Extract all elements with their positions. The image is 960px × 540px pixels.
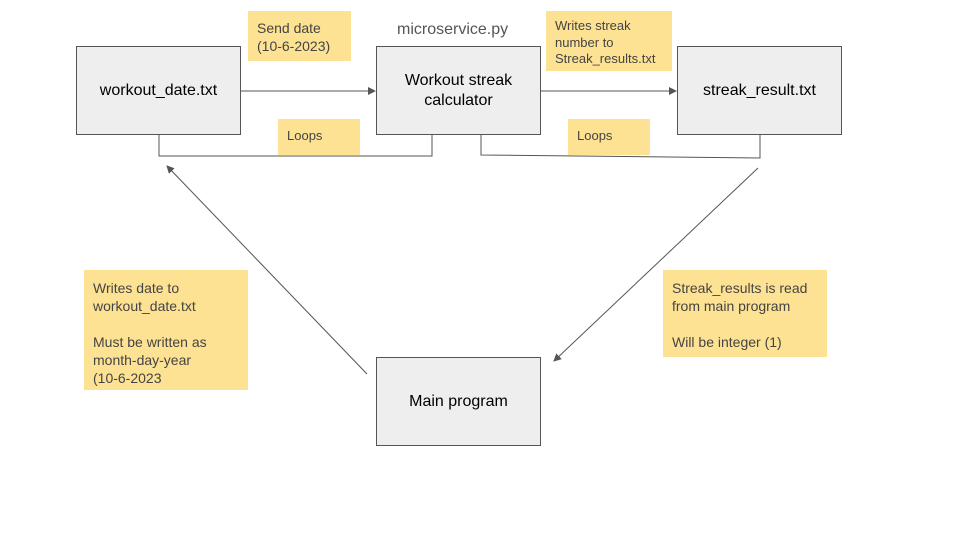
- loop-connector-right: [480, 134, 761, 159]
- note-line: (10-6-2023): [257, 38, 331, 54]
- loops-note-left: Loops: [278, 119, 360, 155]
- note-line: Streak_results is read: [672, 280, 808, 296]
- note-line: (10-6-2023: [93, 370, 162, 386]
- main-program-label: Main program: [409, 392, 508, 410]
- note-gap: [93, 315, 239, 333]
- microservice-caption: microservice.py: [397, 21, 509, 38]
- streak-read-note: Streak_results is read from main program…: [663, 270, 827, 357]
- workout-date-file-label: workout_date.txt: [99, 81, 218, 99]
- calculator-label-line: calculator: [424, 91, 493, 109]
- note-line: Will be integer (1): [672, 334, 782, 350]
- streak-result-file-box: streak_result.txt: [677, 46, 842, 135]
- note-line: Loops: [577, 128, 613, 143]
- streak-calculator-box: Workout streak calculator: [376, 46, 541, 135]
- loops-note-right: Loops: [568, 119, 650, 155]
- arrow-result-to-main: [553, 167, 759, 362]
- note-line: workout_date.txt: [93, 298, 196, 314]
- streak-result-file-label: streak_result.txt: [703, 81, 816, 99]
- note-line: Writes streak: [555, 18, 631, 33]
- note-line: from main program: [672, 298, 791, 314]
- writes-date-note: Writes date to workout_date.txt Must be …: [84, 270, 248, 390]
- calculator-label-line: Workout streak: [404, 71, 513, 89]
- note-gap: [672, 315, 818, 333]
- note-line: Loops: [287, 128, 323, 143]
- workout-date-file-box: workout_date.txt: [76, 46, 241, 135]
- note-line: Must be written as: [93, 334, 207, 350]
- note-line: number to: [555, 34, 614, 50]
- note-line: Send date: [257, 20, 321, 36]
- note-line: month-day-year: [93, 352, 192, 368]
- loop-connector-left: [158, 134, 433, 157]
- note-line: Writes date to: [93, 280, 180, 296]
- writes-streak-note: Writes streak number to Streak_results.t…: [546, 11, 672, 71]
- send-date-note: Send date (10-6-2023): [248, 11, 351, 61]
- note-line: Streak_results.txt: [555, 51, 656, 66]
- main-program-box: Main program: [376, 357, 541, 446]
- arrow-main-to-date: [166, 165, 368, 375]
